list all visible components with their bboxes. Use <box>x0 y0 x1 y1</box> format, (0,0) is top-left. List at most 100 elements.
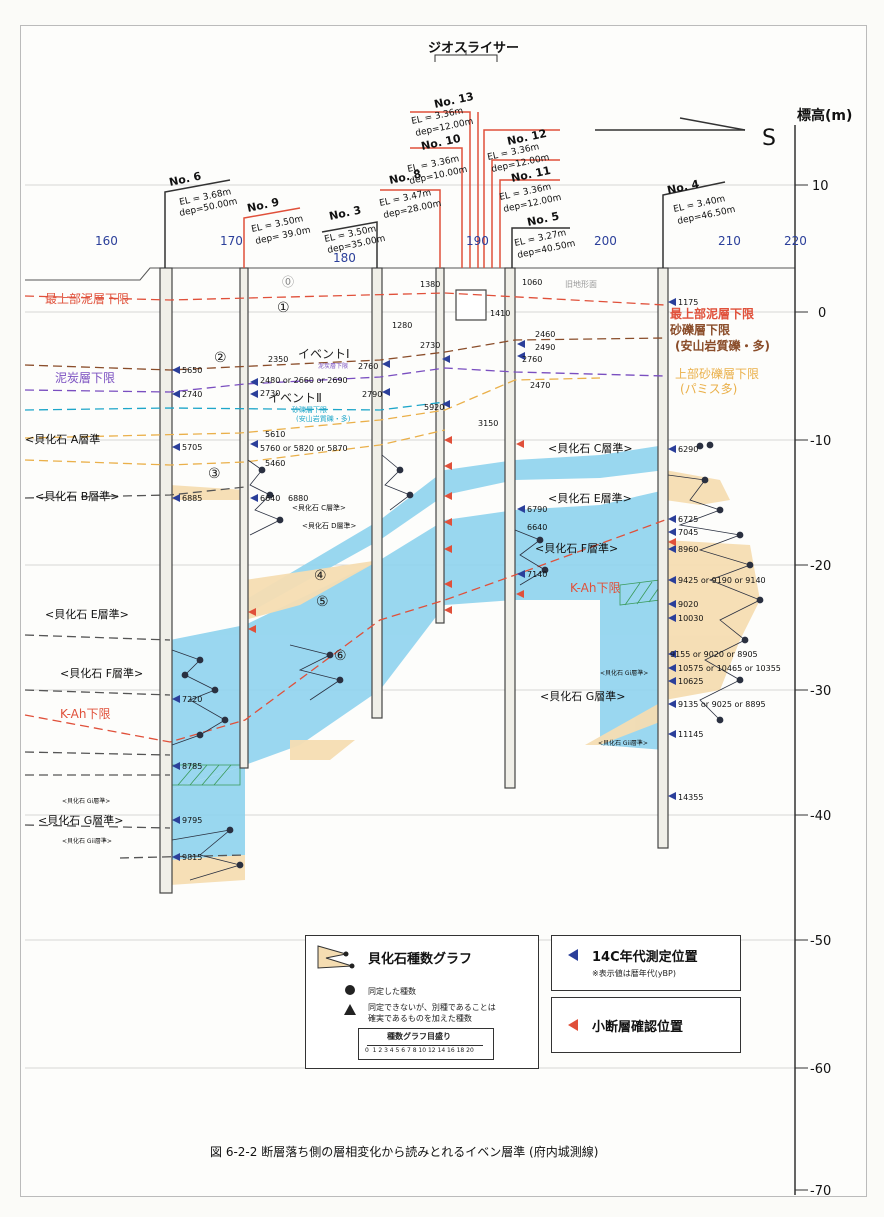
age-no5-0: 1060 <box>522 278 542 287</box>
age-no6-7: 9815 <box>182 853 202 862</box>
scale-title: 種数グラフ目盛り <box>387 1032 451 1041</box>
legend-shell-graph: 貝化石種数グラフ 同定した種数 同定できないが、別種であることは 確実であるもの… <box>305 935 539 1069</box>
age-no6-3: 6885 <box>182 494 202 503</box>
label-shell-f-right: <貝化石 F層準> <box>535 541 618 555</box>
age-no4-7: 10030 <box>678 614 703 623</box>
label-event1: イベントⅠ <box>298 347 350 361</box>
age-no4-10: 10625 <box>678 677 703 686</box>
age-no6-2: 5705 <box>182 443 202 452</box>
unit-2: ② <box>214 350 227 366</box>
elev-tick-m60: -60 <box>810 1062 831 1077</box>
dist-tick-200: 200 <box>594 234 617 248</box>
age-no6-4: 7220 <box>182 695 202 704</box>
age-no6-0: 5650 <box>182 366 202 375</box>
age-no9-4: 5460 <box>265 459 285 468</box>
ground-surface <box>25 267 795 281</box>
age-no5-5: 6790 <box>527 505 547 514</box>
dist-tick-180: 180 <box>333 251 356 265</box>
age-slicer-3: 2730 <box>420 341 440 350</box>
label-shell-c: <貝化石 C層準> <box>548 441 633 455</box>
horizon-lines <box>24 292 666 859</box>
borehole-no4-id: No. 4 <box>666 177 701 197</box>
label-shell-a: <貝化石 A層準 <box>25 432 100 446</box>
legend-fault: 小断層確認位置 <box>551 997 741 1053</box>
legend-fault-title: 小断層確認位置 <box>592 1020 684 1035</box>
dot-icon <box>345 985 355 995</box>
label-shell-d-small: <貝化石 D層準> <box>302 521 356 530</box>
label-top-mud-left: 最上部泥層下限 <box>45 291 129 306</box>
elevation-axis <box>794 125 808 1195</box>
dist-tick-220: 220 <box>784 234 807 248</box>
legend-shell-graph-title: 貝化石種数グラフ <box>368 952 473 967</box>
c14-marker-icon <box>568 949 578 961</box>
age-no9-3: 5760 or 5820 or 5870 <box>260 444 348 453</box>
age-no4-12: 11145 <box>678 730 703 739</box>
elevation-title: 標高(m) <box>797 107 852 124</box>
age-no3-0: 2350 <box>268 355 288 364</box>
age-slicer-1: 1280 <box>392 321 412 330</box>
borehole-columns <box>159 267 669 894</box>
label-shell-b: <貝化石 B層準> <box>35 489 119 503</box>
riser-label: ジオスライサー <box>428 41 519 56</box>
age-no5-1: 2460 <box>535 330 555 339</box>
age-no4-11: 9135 or 9025 or 8895 <box>678 700 766 709</box>
label-peat: 泥炭層下限 <box>55 371 115 385</box>
age-no5-3: 2760 <box>522 355 542 364</box>
legend-c14: 14C年代測定位置 ※表示値は暦年代(yBP) <box>551 935 741 991</box>
age-no3-3: 5920 <box>424 403 444 412</box>
age-no4-0: 1175 <box>678 298 698 307</box>
age-labels: 5650 2740 5705 6885 7220 8785 9795 9815 … <box>182 278 781 862</box>
unit-numbers: ① ② ③ ④ ⑤ ⑥ <box>208 300 347 664</box>
borehole-labels: No. 6 EL = 3.68m dep=50.00m No. 9 EL = 3… <box>168 90 736 261</box>
dist-tick-160: 160 <box>95 234 118 248</box>
label-event-note2: 砂礫層下限 <box>292 405 327 414</box>
label-event2: イベントⅡ <box>268 391 322 405</box>
age-no9-1: 2730 <box>260 389 280 398</box>
label-shell-e-right: <貝化石 E層準> <box>548 491 632 505</box>
label-kah-left: K-Ah下限 <box>60 707 111 721</box>
borehole-no5-id: No. 5 <box>526 209 560 228</box>
age-no9-6: 6880 <box>288 494 308 503</box>
age-no4-6: 9020 <box>678 600 698 609</box>
shell-fossil-fill-tan <box>170 470 760 885</box>
unit-6: ⑥ <box>334 648 347 664</box>
unit-5: ⑤ <box>316 594 329 610</box>
age-no6-5: 8785 <box>182 762 202 771</box>
scale-box: 種数グラフ目盛り 0 1 2 3 4 5 6 7 8 10 12 14 16 1… <box>358 1028 494 1060</box>
label-top-mud-right: 最上部泥層下限 <box>670 306 754 321</box>
elev-tick-m50: -50 <box>810 934 831 949</box>
label-shell-g-left: <貝化石 G層準> <box>38 813 123 827</box>
legend-identified: 同定した種数 <box>368 987 416 996</box>
unit-3: ③ <box>208 466 221 482</box>
age-no3-1: 2760 <box>358 362 378 371</box>
distance-tick-labels: 160 170 180 190 200 210 220 <box>95 234 807 265</box>
age-no5-6: 6640 <box>527 523 547 532</box>
unit-1: ① <box>277 300 290 316</box>
age-no3-2: 2790 <box>362 390 382 399</box>
fault-markers <box>248 436 676 633</box>
label-event-note1: 泥炭層下限 <box>318 362 348 370</box>
legend-unidentified-2: 確実であるものを加えた種数 <box>368 1014 472 1023</box>
legend-c14-note: ※表示値は暦年代(yBP) <box>592 969 676 978</box>
age-no4-3: 7045 <box>678 528 698 537</box>
borehole-flags <box>164 111 726 268</box>
horizon-labels: 最上部泥層下限 最上部泥層下限 砂礫層下限 (安山岩質礫・多) 上部砂礫層下限 … <box>25 275 770 845</box>
triangle-icon <box>344 1004 356 1015</box>
figure-caption: 図 6-2-2 断層落ち側の層相変化から読みとれるイベン層準 (府内城測線) <box>210 1145 599 1159</box>
unit-4: ④ <box>314 568 327 584</box>
label-event-note3: (安山岩質礫・多) <box>296 414 351 423</box>
elev-tick-m40: -40 <box>810 809 831 824</box>
dist-tick-170: 170 <box>220 234 243 248</box>
age-no5-2: 2490 <box>535 343 555 352</box>
age-no4-5: 9425 or 9190 or 9140 <box>678 576 766 585</box>
label-kah-right: K-Ah下限 <box>570 581 621 595</box>
label-gravel-note: (安山岩質礫・多) <box>675 338 770 353</box>
riser-bracket <box>434 50 498 62</box>
c14-markers <box>172 298 676 861</box>
label-upper-sand: 上部砂礫層下限 <box>675 366 759 381</box>
label-gravel: 砂礫層下限 <box>669 322 730 337</box>
age-no4-4: 8960 <box>678 545 698 554</box>
label-shell-g-right: <貝化石 G層準> <box>540 689 625 703</box>
unit-0: ⓪ <box>282 275 294 289</box>
